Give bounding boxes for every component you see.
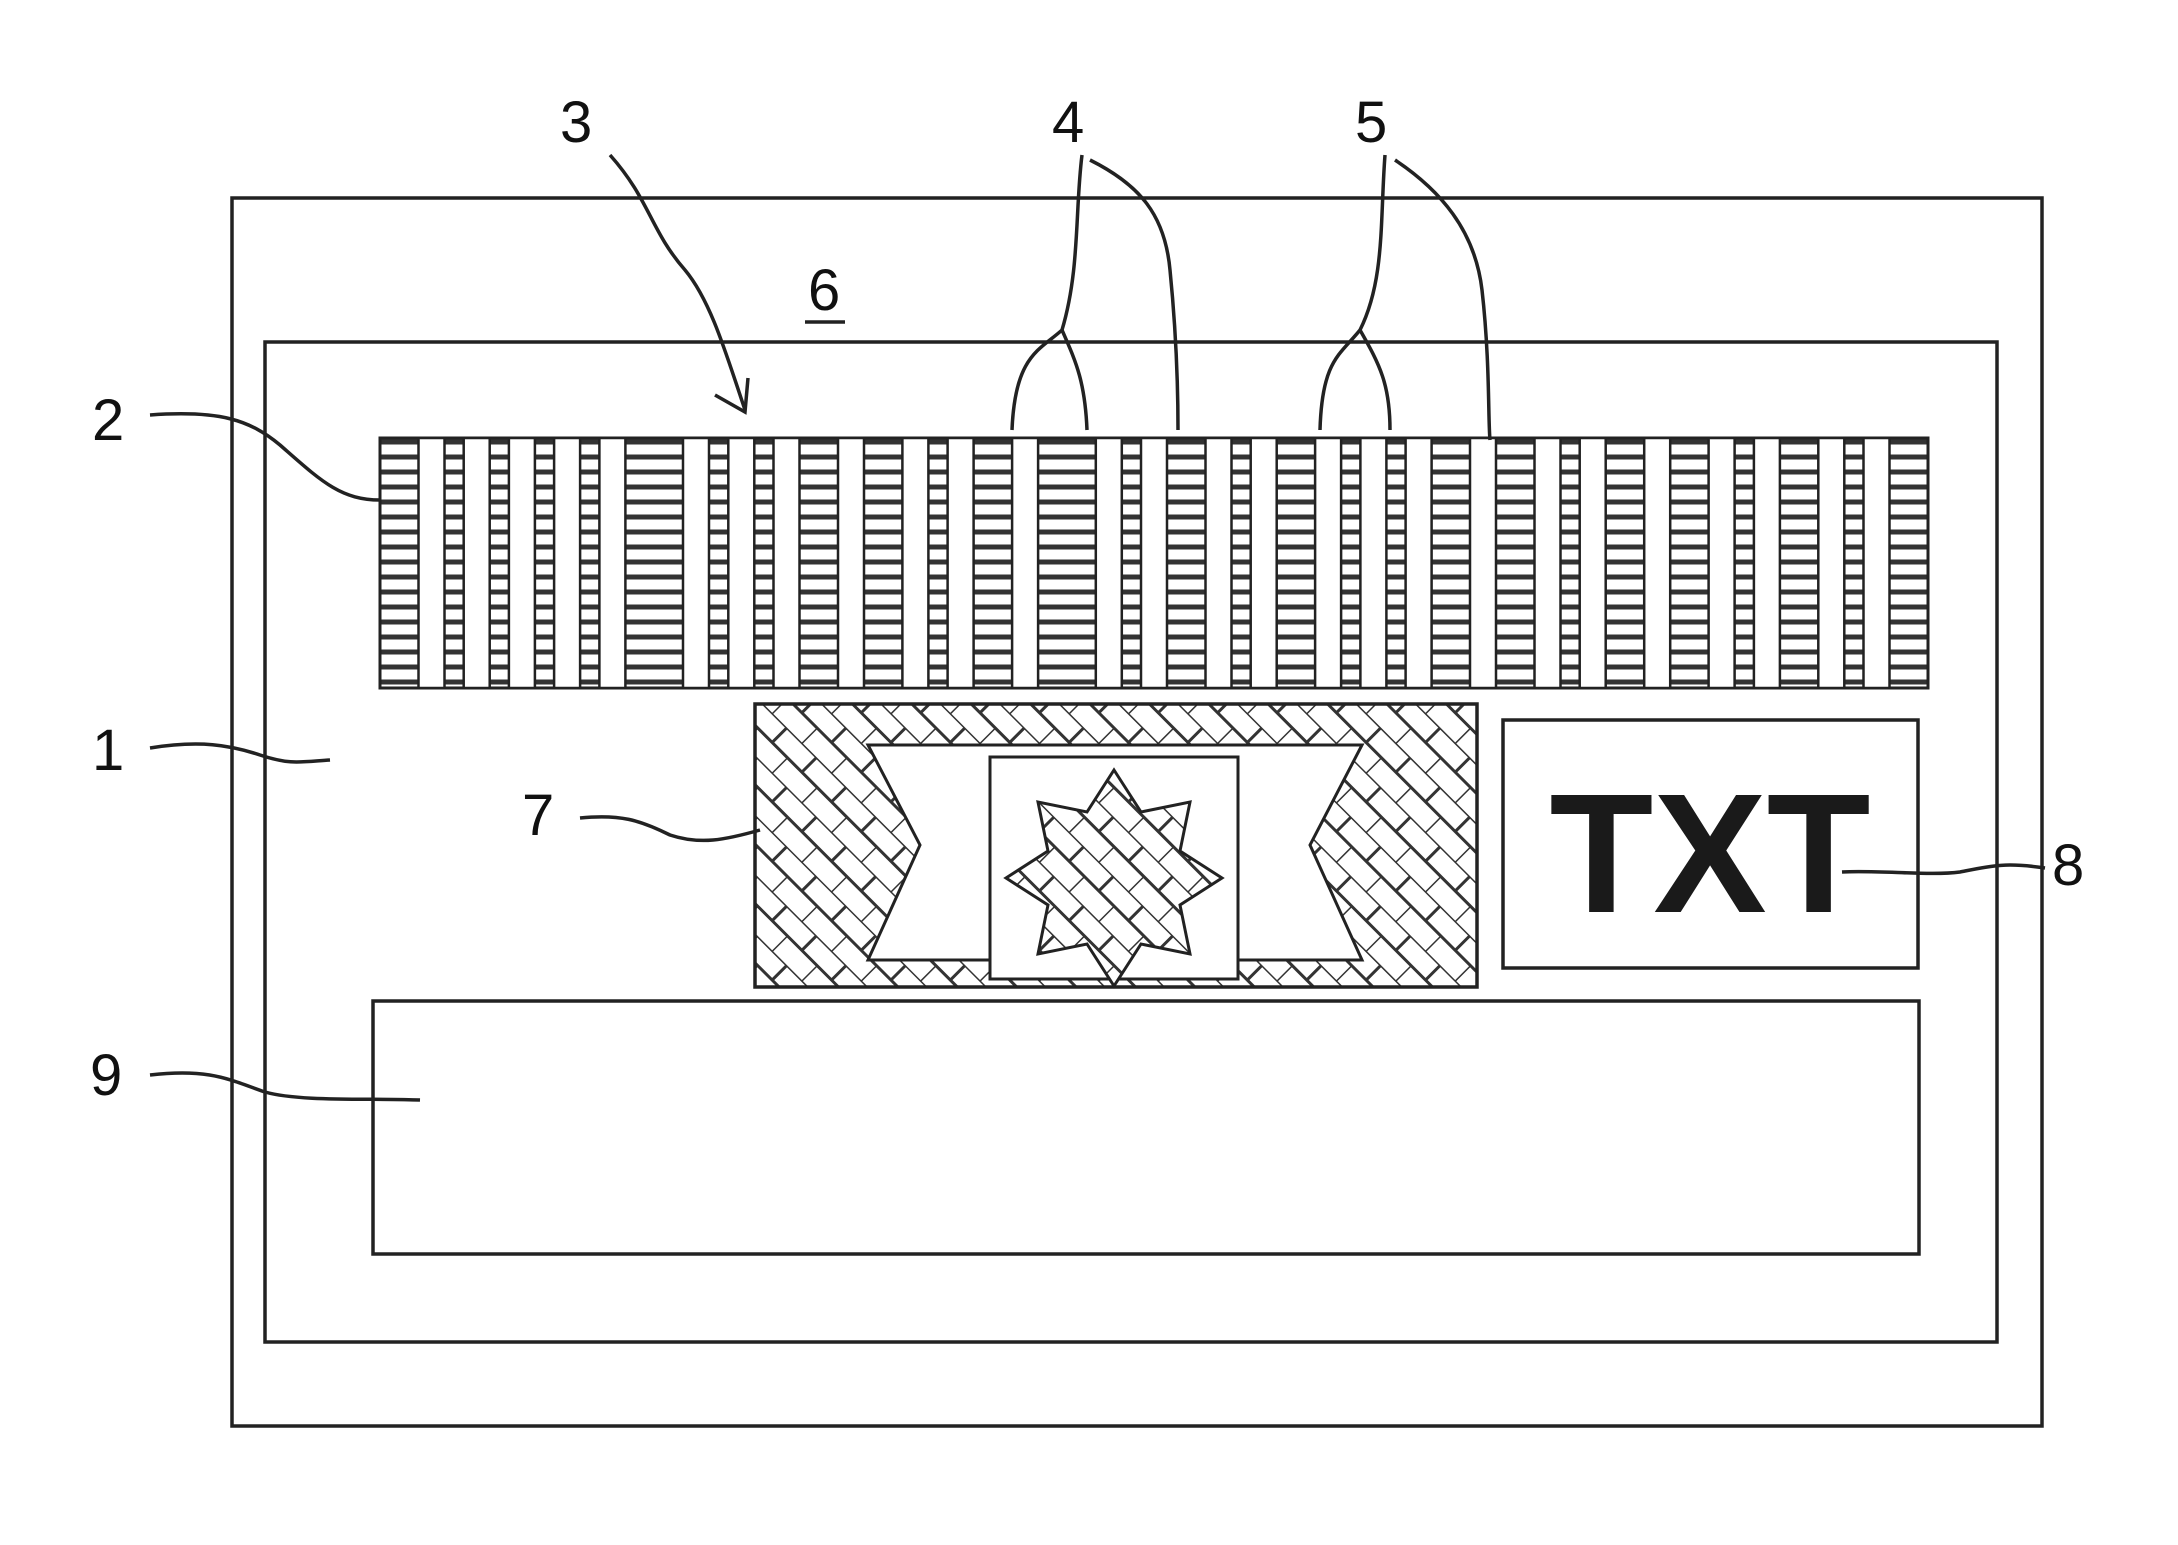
barcode-gap	[948, 438, 974, 688]
leader-7	[580, 817, 760, 841]
barcode-gap	[464, 438, 490, 688]
lower-field	[373, 1001, 1919, 1254]
barcode-gap	[1644, 438, 1670, 688]
barcode-gap	[838, 438, 864, 688]
label-1: 1	[92, 718, 124, 783]
leader-1	[150, 744, 330, 762]
barcode-gap	[774, 438, 800, 688]
label-3: 3	[560, 90, 592, 155]
text-element: TXT	[1549, 759, 1870, 949]
leader-8	[1842, 865, 2045, 873]
barcode-gap	[1470, 438, 1496, 688]
barcode-gap	[1096, 438, 1122, 688]
barcode	[380, 438, 1928, 688]
barcode-gap	[1012, 438, 1038, 688]
barcode-gap	[1406, 438, 1432, 688]
barcode-gap	[1360, 438, 1386, 688]
barcode-gap	[1535, 438, 1561, 688]
barcode-gap	[1864, 438, 1890, 688]
barcode-gap	[1141, 438, 1167, 688]
leader-4b	[1062, 330, 1087, 430]
barcode-gap	[509, 438, 535, 688]
barcode-gap	[902, 438, 928, 688]
barcode-gap	[1580, 438, 1606, 688]
leader-4c	[1090, 160, 1178, 430]
barcode-gap	[554, 438, 580, 688]
label-6: 6	[808, 258, 840, 323]
label-9: 9	[90, 1043, 122, 1108]
barcode-gap	[728, 438, 754, 688]
barcode-gap	[1709, 438, 1735, 688]
label-4: 4	[1052, 90, 1084, 155]
barcode-gap	[1315, 438, 1341, 688]
leader-5c	[1395, 160, 1490, 440]
label-2: 2	[92, 388, 124, 453]
label-8: 8	[2052, 833, 2084, 898]
label-7: 7	[522, 783, 554, 848]
barcode-gap	[419, 438, 445, 688]
leader-3	[610, 155, 745, 410]
barcode-gap	[1206, 438, 1232, 688]
leader-9	[150, 1073, 420, 1100]
star-emblem-icon	[1006, 770, 1222, 986]
barcode-gap	[1818, 438, 1844, 688]
barcode-gap	[1754, 438, 1780, 688]
barcode-gap	[599, 438, 625, 688]
label-5: 5	[1355, 90, 1387, 155]
leader-5b	[1360, 330, 1390, 430]
barcode-gap	[1251, 438, 1277, 688]
security-element	[755, 704, 1477, 987]
barcode-gap	[683, 438, 709, 688]
